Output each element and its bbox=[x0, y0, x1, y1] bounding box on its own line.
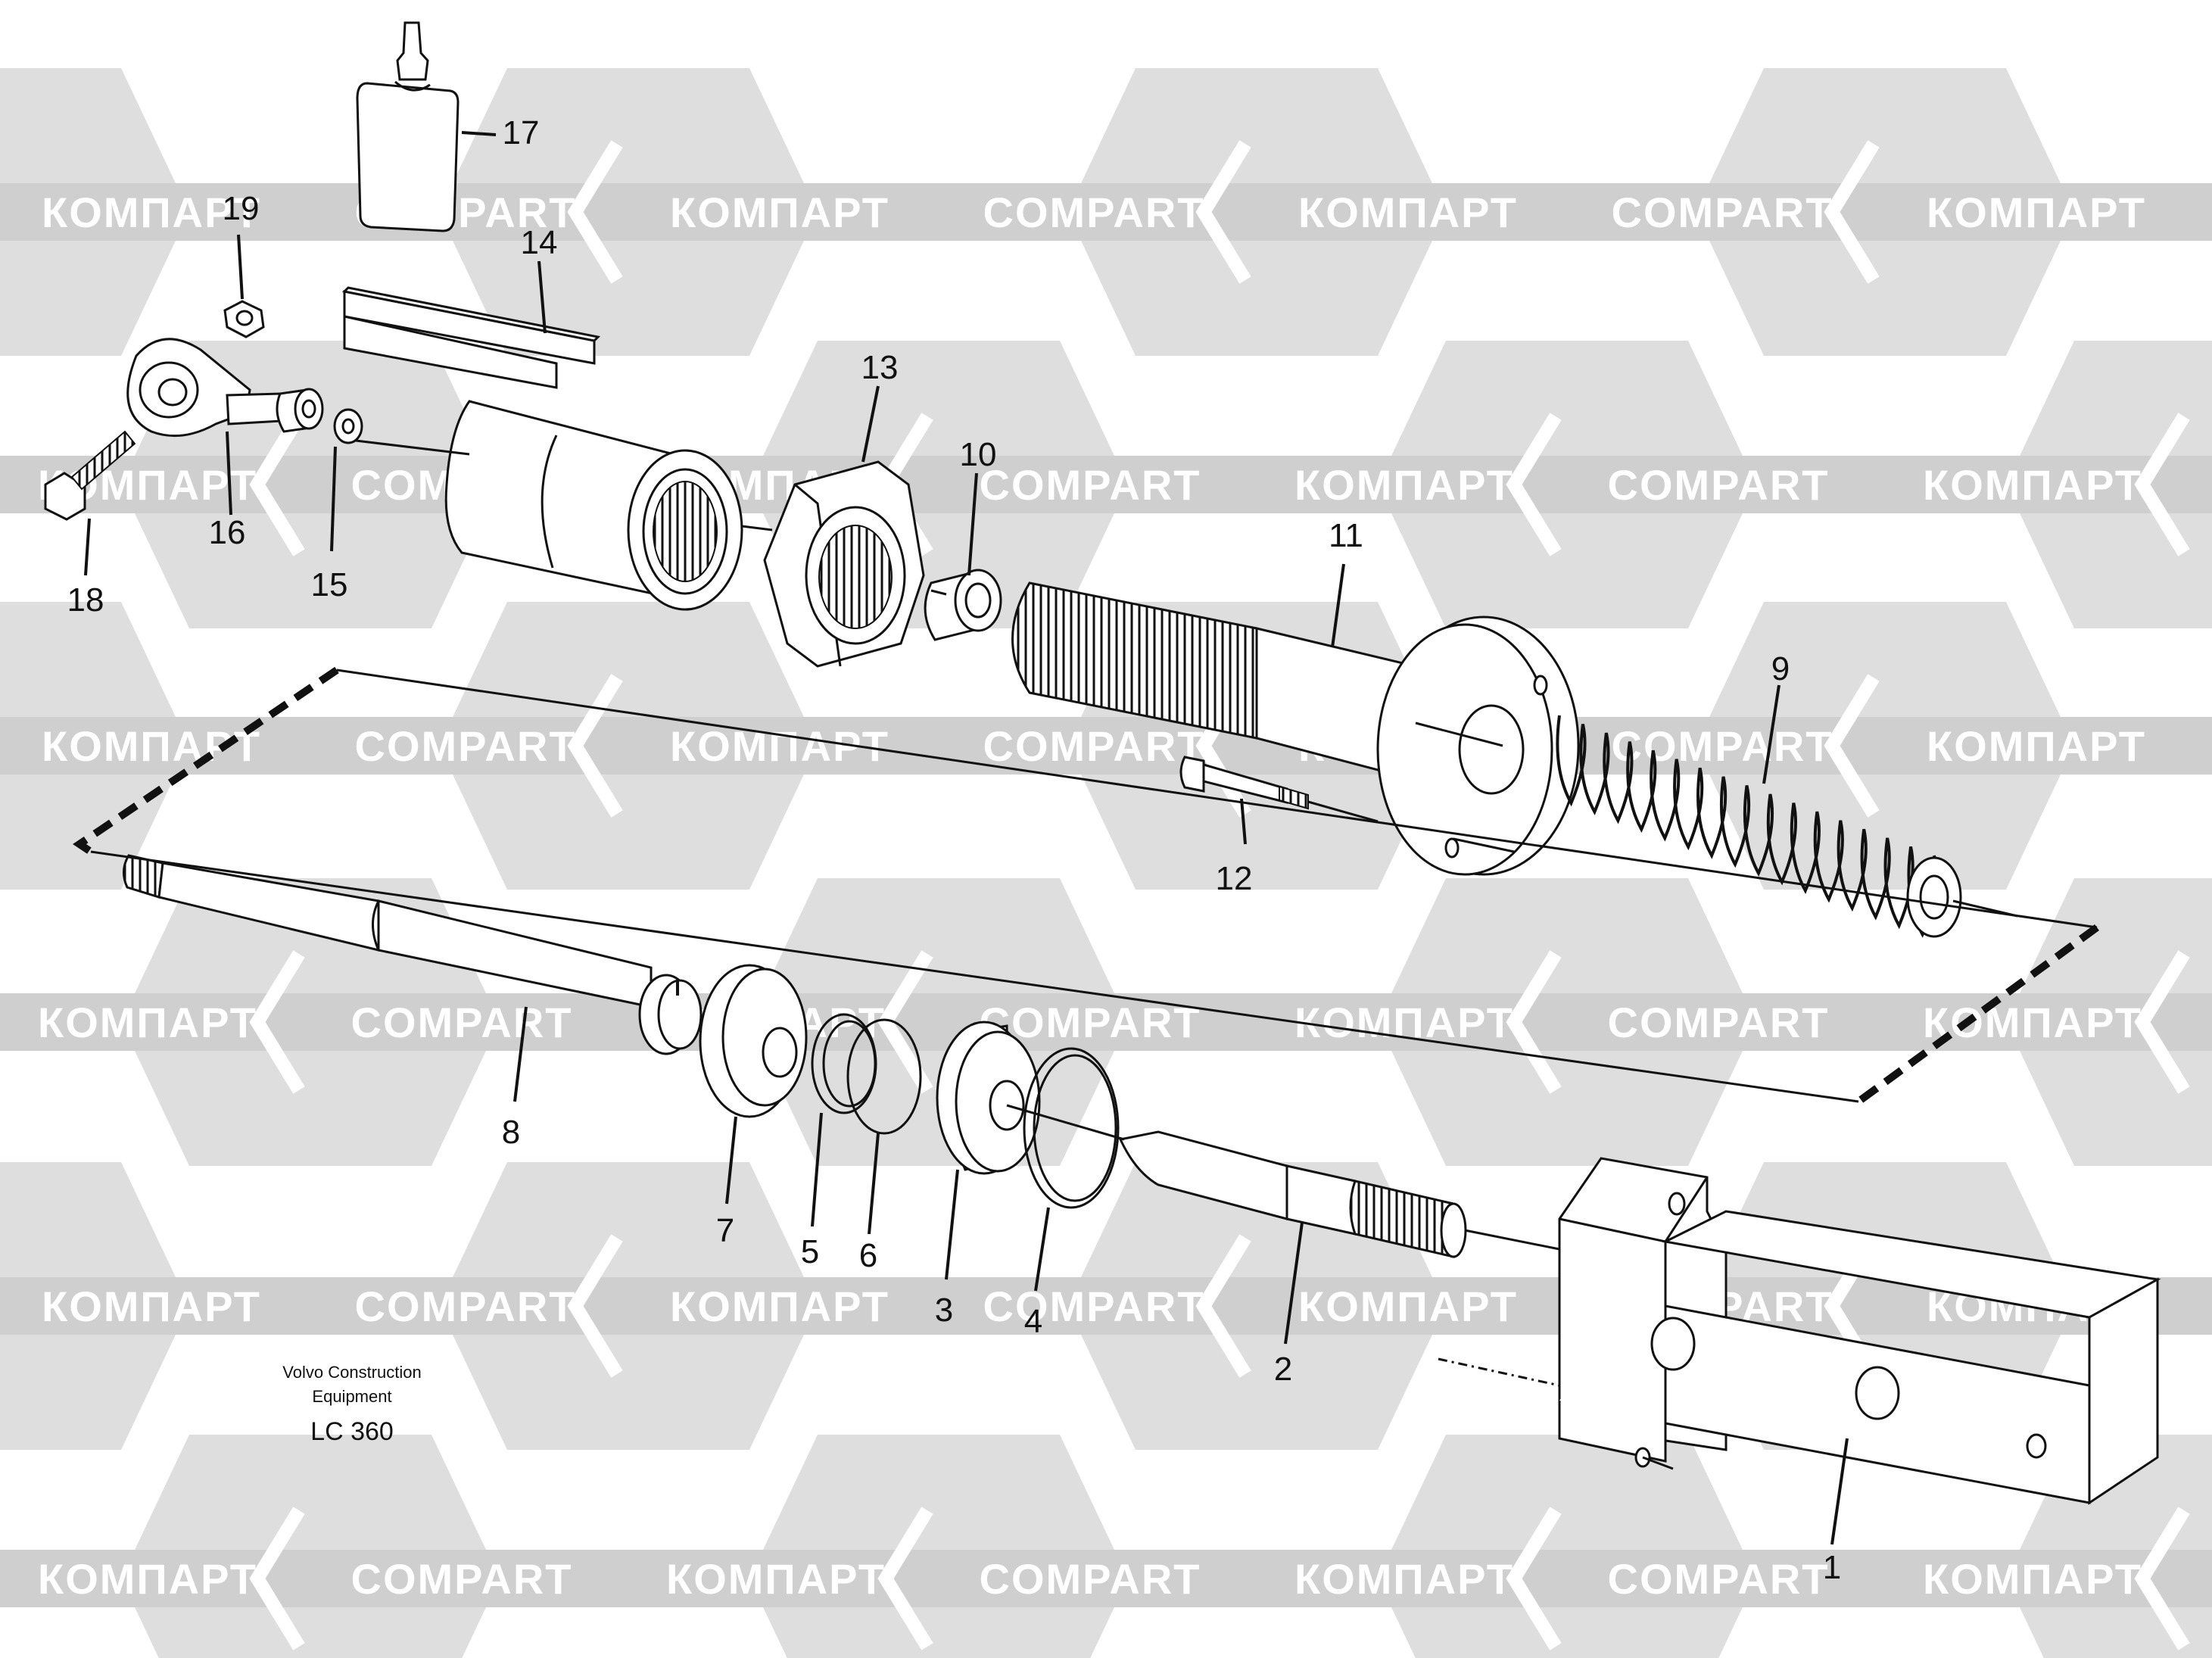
watermark-label: COMPART bbox=[980, 1555, 1201, 1603]
watermark-label: COMPART bbox=[355, 1282, 577, 1330]
callout-labels: 17 19 14 13 10 11 9 12 16 15 18 8 7 5 6 … bbox=[67, 114, 1842, 1586]
watermark-label: КОМПАРТ bbox=[670, 189, 889, 236]
watermark-label: КОМПАРТ bbox=[38, 999, 257, 1046]
callout-10: 10 bbox=[960, 436, 997, 473]
callout-17: 17 bbox=[503, 114, 540, 151]
callout-7: 7 bbox=[716, 1212, 734, 1249]
watermark-label: КОМПАРТ bbox=[1294, 999, 1514, 1046]
watermark-label: КОМПАРТ bbox=[1927, 722, 2146, 770]
watermark-label: КОМПАРТ bbox=[42, 1282, 261, 1330]
watermark-label: COMPART bbox=[1608, 461, 1830, 509]
watermark-label: КОМПАРТ bbox=[670, 1282, 889, 1330]
part-3-piston bbox=[936, 1021, 1041, 1175]
watermark-tile: COMPART КОМПАРТ bbox=[939, 68, 1575, 356]
callout-12: 12 bbox=[1216, 860, 1253, 897]
callout-5: 5 bbox=[801, 1233, 819, 1270]
callout-16: 16 bbox=[209, 514, 246, 551]
watermark-label: COMPART bbox=[1612, 722, 1833, 770]
part-19-nut bbox=[223, 300, 265, 338]
callout-14: 14 bbox=[521, 224, 558, 261]
callout-9: 9 bbox=[1771, 650, 1790, 687]
watermark-tile: КОМПАРТ COMPART bbox=[621, 1435, 1257, 1658]
drawing-caption: Volvo Construction Equipment LC 360 bbox=[282, 1363, 421, 1446]
part-12-bolt bbox=[1179, 756, 1309, 810]
callout-18: 18 bbox=[67, 581, 104, 619]
part-1-housing bbox=[1558, 1157, 2161, 1505]
callout-11: 11 bbox=[1329, 517, 1363, 554]
watermark-label: COMPART bbox=[351, 1555, 573, 1603]
part-6-o-ring bbox=[846, 1018, 922, 1135]
watermark-label: КОМПАРТ bbox=[1294, 461, 1514, 509]
caption-company: Volvo Construction bbox=[282, 1363, 421, 1382]
part-2-plunger bbox=[1118, 1130, 1467, 1258]
callout-3: 3 bbox=[935, 1292, 953, 1329]
watermark-label: КОМПАРТ bbox=[666, 1555, 886, 1603]
assembly-dashed-outline bbox=[73, 666, 2099, 1105]
watermark-tile: КОМПАРТ COMPART bbox=[1249, 878, 1885, 1166]
part-7-washer-plate bbox=[699, 964, 808, 1118]
watermark-tile: COMPART КОМПАРТ bbox=[1567, 602, 2203, 890]
watermark-layer: COMPART КОМПАРТ COMPART КОМПАРТ COMPART КОМПА… bbox=[0, 68, 2212, 1658]
part-13-hex-nut bbox=[763, 460, 925, 668]
watermark-label: COMPART bbox=[983, 189, 1205, 236]
watermark-label: КОМПАРТ bbox=[42, 189, 261, 236]
watermark-label: COMPART bbox=[983, 1282, 1205, 1330]
part-18-bolt bbox=[44, 430, 136, 521]
watermark-label: COMPART bbox=[983, 722, 1205, 770]
part-17-adhesive-tube bbox=[356, 21, 460, 232]
watermark-tile: КОМПАРТ COMPART bbox=[1249, 1435, 1885, 1658]
callout-2: 2 bbox=[1274, 1351, 1292, 1388]
callout-6: 6 bbox=[859, 1237, 877, 1274]
part-16-rod-end bbox=[126, 338, 283, 438]
parts-drawing: 17 19 14 13 10 11 9 12 16 15 18 8 7 5 6 … bbox=[44, 21, 2161, 1586]
callout-19: 19 bbox=[223, 190, 260, 227]
part-5-ring bbox=[811, 1013, 877, 1114]
watermark-label: COMPART bbox=[1612, 189, 1833, 236]
caption-model: LC 360 bbox=[310, 1417, 394, 1446]
part-bush-and-washer bbox=[276, 388, 363, 444]
watermark-label: КОМПАРТ bbox=[1923, 999, 2142, 1046]
callout-15: 15 bbox=[311, 566, 348, 603]
watermark-tile: COMPART КОМПАРТ bbox=[1567, 68, 2203, 356]
part-8-shaft bbox=[123, 854, 653, 1008]
part-11-threaded-rod bbox=[1011, 581, 1417, 781]
watermark-label: COMPART bbox=[355, 722, 577, 770]
part-split-collar bbox=[638, 974, 703, 1055]
watermark-tile: КОМПАРТ COMPART bbox=[0, 1435, 628, 1658]
part-14-bracket-sleeve bbox=[341, 286, 743, 611]
callout-1: 1 bbox=[1823, 1549, 1841, 1586]
watermark-label: КОМПАРТ bbox=[1298, 189, 1518, 236]
callout-4: 4 bbox=[1024, 1303, 1042, 1340]
watermark-label: COMPART bbox=[1608, 999, 1830, 1046]
part-4-ring bbox=[1023, 1047, 1120, 1209]
watermark-label: COMPART bbox=[980, 461, 1201, 509]
watermark-label: КОМПАРТ bbox=[38, 1555, 257, 1603]
part-flange-disc bbox=[1376, 616, 1580, 876]
leader-lines bbox=[84, 131, 1849, 1545]
callout-13: 13 bbox=[861, 349, 899, 386]
part-10-bush bbox=[924, 569, 1002, 641]
assembly-lines bbox=[355, 439, 2018, 1470]
watermark-label: КОМПАРТ bbox=[1294, 1555, 1514, 1603]
watermark-label: КОМПАРТ bbox=[1923, 1555, 2142, 1603]
watermark-label: COMPART bbox=[1608, 1555, 1830, 1603]
watermark-label: КОМПАРТ bbox=[1927, 189, 2146, 236]
watermark-label: COMPART bbox=[351, 999, 573, 1046]
caption-division: Equipment bbox=[312, 1387, 391, 1406]
watermark-tile: КОМПАРТ COMPART bbox=[1249, 341, 1885, 628]
watermark-tile: COMPART КОМПАРТ bbox=[310, 1162, 946, 1450]
callout-8: 8 bbox=[502, 1114, 520, 1151]
watermark-label: КОМПАРТ bbox=[1923, 461, 2142, 509]
watermark-label: КОМПАРТ bbox=[1298, 1282, 1518, 1330]
